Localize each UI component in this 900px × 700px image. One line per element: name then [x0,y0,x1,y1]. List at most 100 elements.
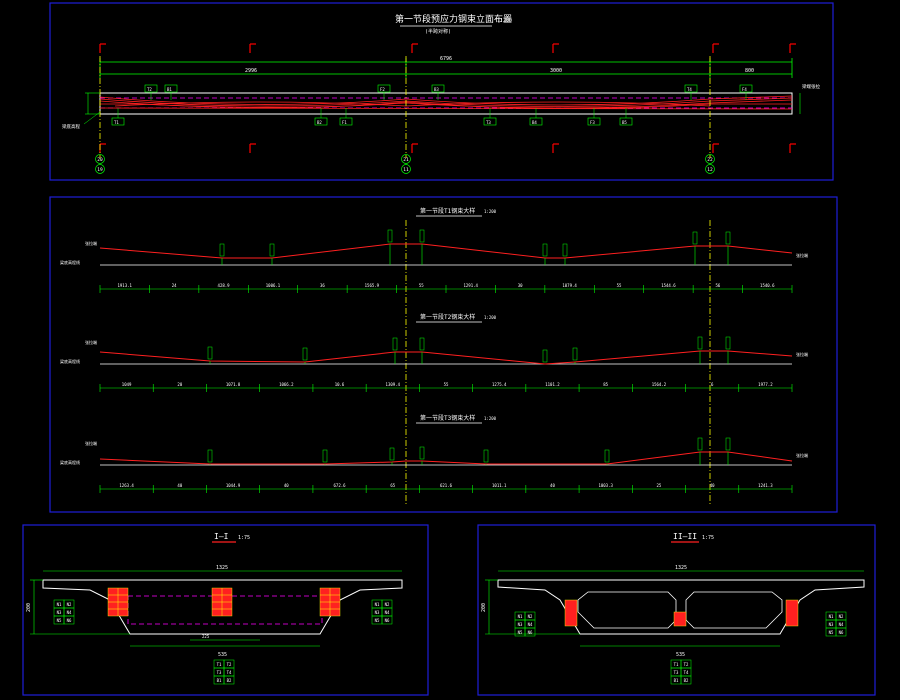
dim-value: 1565.9 [365,283,380,288]
ordinate-box [725,231,731,245]
table-cell-text: N3 [57,610,62,615]
ordinate-box [725,336,731,350]
row-title: 第一节段T3钢束大样 [420,414,475,422]
panel-frame [22,524,429,696]
tendon-label: T4 [687,87,692,92]
table-cell-text: N4 [385,610,390,615]
tendon-label: B3 [434,87,439,92]
table-cell-text: T1 [674,662,679,667]
detail-axes [405,220,711,505]
table-cell-text: T1 [217,662,222,667]
table-cell-text: N6 [839,630,844,635]
ordinate-box [697,336,703,350]
ordinate-box [604,449,610,463]
panel-frame [49,2,834,181]
table-cell-text: N1 [57,602,62,607]
axis-label: 21 [403,157,409,163]
end-label-right: 张拉端 [796,351,808,357]
tendon-label: B4 [532,120,537,125]
axis-label: 19 [97,167,103,173]
row-scale: 1:200 [484,416,497,421]
tendon-labels: T1 T2 B1 B2 F1 F2 B3 T3 B4 F3 B5 T4 F4 [114,87,747,125]
dimension-lines [485,579,780,647]
ordinate-box [562,243,568,257]
dim-value: 1263.4 [119,483,134,488]
inner-cell-left [577,591,677,629]
table-cell-text: N6 [528,630,533,635]
table-cell-text: N6 [385,618,390,623]
table-cell-text: T3 [674,670,679,675]
dim-value: 1275.4 [492,382,507,387]
dim-value: 1066.2 [279,382,294,387]
dim-value: 1044.9 [226,483,241,488]
table-cell-text: B1 [217,678,222,683]
tendon-label: F3 [590,120,595,125]
end-label-left: 张拉端 [85,440,97,446]
row-title: 第一节段T1钢束大样 [420,207,475,215]
ordinate-box [302,347,308,361]
tendon-label: B2 [317,120,322,125]
panel-frame [477,524,876,696]
dim-value: 30 [518,283,523,288]
section-title: I—I [214,532,229,541]
dim-value: 85 [603,382,608,387]
tendon-profile [99,451,793,465]
right-note: 梁端张拉 [802,83,820,90]
table-cell [835,627,847,637]
table-cell-text: T4 [227,670,232,675]
panel-elevation: 第一节段预应力钢束立面布置 1:200 (半跨对称) [49,2,834,181]
tendon-label: T1 [114,120,119,125]
end-label-right: 张拉端 [796,452,808,458]
ordinate-box [392,337,398,351]
left-note: 梁底高程 [62,123,80,130]
dim-seg-3: 800 [745,68,754,74]
dim-height: 200 [481,603,487,612]
dim-value: 1309.4 [386,382,401,387]
dim-value: 65 [390,483,395,488]
baseline-label: 梁底高程线 [60,259,80,265]
ordinate-box [389,447,395,461]
ordinate-box [572,347,578,361]
end-label-left: 张拉端 [85,240,97,246]
dim-top-width: 1325 [675,565,687,571]
table-cell-text: B2 [684,678,689,683]
ordinate-box [269,243,275,257]
dim-value: 1079.4 [562,283,577,288]
axis-lines [99,56,711,158]
table-cell [63,615,75,625]
dim-value: 1011.1 [492,483,507,488]
dim-value: 40 [710,483,715,488]
dim-bottom-width: 535 [218,652,227,658]
dim-height: 200 [26,603,32,612]
dim-value: 1540.6 [760,283,775,288]
table-cell-text: T3 [217,670,222,675]
anchor-groups [564,599,799,627]
tendon-label: B1 [167,87,172,92]
table-cell-text: T2 [227,662,232,667]
tendon-label: T2 [147,87,152,92]
dim-value: 1241.3 [758,483,773,488]
dim-value: 20 [177,382,182,387]
dim-value: 621.6 [440,483,453,488]
table-cell-text: N2 [67,602,72,607]
baseline-label: 梁底高程线 [60,459,80,465]
section-scale: 1:75 [702,535,714,541]
ordinate-box [542,243,548,257]
dim-value: 24 [172,283,177,288]
table-cell-text: N4 [67,610,72,615]
table-cell-text: N1 [829,614,834,619]
dim-value: 55 [444,382,449,387]
axis-label: 22 [707,157,713,163]
ordinate-box [697,437,703,451]
box-girder-outline [497,579,865,635]
ordinate-box [419,229,425,243]
table-cell [381,615,393,625]
axis-label: 11 [403,167,409,173]
table-cell [223,675,235,685]
table-cell-text: N3 [518,622,523,627]
